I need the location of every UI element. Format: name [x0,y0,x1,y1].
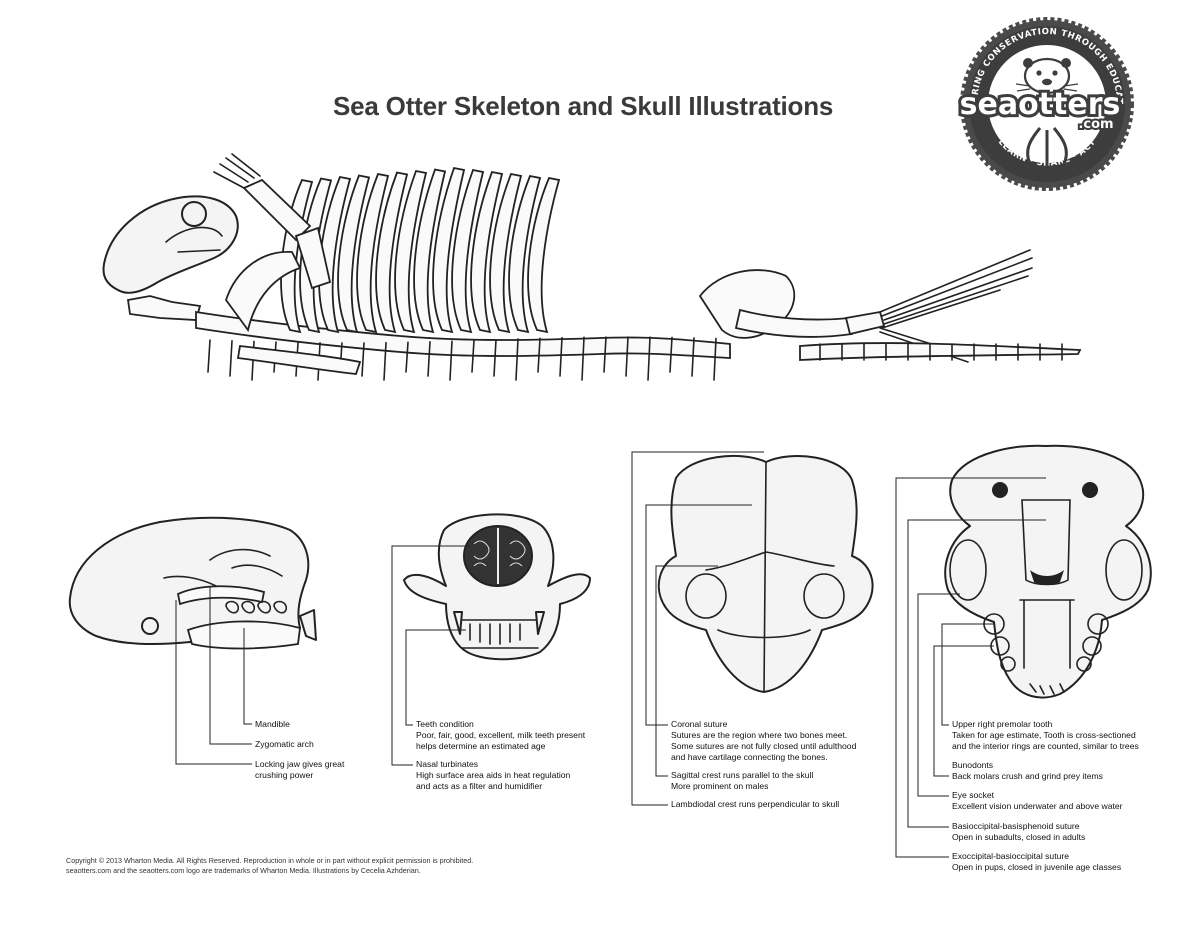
rib [337,174,371,334]
vertebra-process [493,338,497,377]
label-title: Basioccipital-basisphenoid suture [952,821,1080,831]
label-line: helps determine an estimated age [416,741,546,751]
label-exoccipital-basioccipital: Exoccipital-basioccipital suture Open in… [952,851,1121,873]
seaotters-logo: INSPIRING CONSERVATION THROUGH EDUCATION… [0,0,1134,191]
vertebra-process [427,340,431,377]
label-coronal-suture: Coronal suture Sutures are the region wh… [671,719,856,763]
label-title: Teeth condition [416,719,474,729]
vertebra-process [405,341,409,373]
label-line: More prominent on males [671,781,769,791]
rib [489,172,523,334]
label-zygomatic-arch: Zygomatic arch [255,739,314,750]
label-bunodonts: Bunodonts Back molars crush and grind pr… [952,760,1103,782]
rib [375,171,409,334]
label-locking-jaw: Locking jaw gives great crushing power [255,759,344,781]
label-upper-right-premolar: Upper right premolar tooth Taken for age… [952,719,1139,752]
logo-wordmark-suffix: .com [1078,117,1113,132]
vertebra-process [603,336,607,373]
label-lambdiodal-crest: Lambdiodal crest runs perpendicular to s… [671,799,839,810]
vertebra-process [207,339,211,373]
label-title: Bunodonts [952,760,994,770]
label-basioccipital-basisphenoid: Basioccipital-basisphenoid suture Open i… [952,821,1085,843]
copyright-notice: Copyright © 2013 Wharton Media. All Righ… [66,856,473,875]
leader-lines [175,451,1046,858]
label-eye-socket: Eye socket Excellent vision underwater a… [952,790,1123,812]
label-mandible: Mandible [255,719,290,730]
vertebra-process [691,337,695,377]
vertebra-process [581,336,585,381]
rib [394,169,428,334]
kelp-icon [1026,127,1068,166]
rib [527,176,561,334]
label-teeth-condition: Teeth condition Poor, fair, good, excell… [416,719,585,752]
rib [413,168,447,334]
trademark-line: seaotters.com and the seaotters.com logo… [66,865,421,875]
label-line: crushing power [255,770,314,780]
label-line: Open in subadults, closed in adults [952,832,1086,842]
vertebra-process [229,339,233,377]
label-title: Sagittal crest runs parallel to the skul… [671,770,814,780]
sea-otter-skeleton-illustration [102,153,1082,381]
label-line: Taken for age estimate, Tooth is cross-s… [952,730,1136,740]
rib [356,172,390,334]
vertebra-process [625,336,629,377]
label-nasal-turbinates: Nasal turbinates High surface area aids … [416,759,570,792]
vertebra-process [361,342,365,377]
page-title: Sea Otter Skeleton and Skull Illustratio… [333,91,834,121]
label-title: Upper right premolar tooth [952,719,1053,729]
label-line: and the interior rings are counted, simi… [952,741,1139,751]
vertebra-process [713,337,717,381]
front-skull-illustration [403,513,591,661]
label-line: Poor, fair, good, excellent, milk teeth … [416,730,586,740]
label-title: Lambdiodal crest runs perpendicular to s… [671,799,840,809]
label-line: High surface area aids in heat regulatio… [416,770,571,780]
label-sagittal-crest: Sagittal crest runs parallel to the skul… [671,770,813,792]
label-line: and have cartilage connecting the bones. [671,752,828,762]
sea-otter-face-icon [1015,57,1079,95]
side-skull-illustration [68,516,317,650]
label-line: Open in pups, closed in juvenile age cla… [952,862,1122,872]
svg-text:INSPIRING CONSERVATION THROUGH: INSPIRING CONSERVATION THROUGH EDUCATION [0,0,1124,106]
vertebra-process [449,340,453,381]
vertebra-process [669,336,673,373]
label-line: Some sutures are not fully closed until … [671,741,857,751]
label-title: Eye socket [952,790,995,800]
vertebra-process [559,336,563,377]
label-title: Coronal suture [671,719,728,729]
label-line: Back molars crush and grind prey items [952,771,1103,781]
vertebra-process [471,339,475,373]
vertebra-process [383,341,387,381]
label-line: Sutures are the region where two bones m… [671,730,848,740]
rib [470,170,504,334]
rib [432,166,466,334]
vertebra-process [537,337,541,373]
rib [508,174,542,334]
vertebra-process [515,338,519,381]
label-title: Mandible [255,719,290,729]
rib [280,178,314,334]
label-line: Excellent vision underwater and above wa… [952,801,1123,811]
label-title: Exoccipital-basioccipital suture [952,851,1070,861]
vertebra-process [647,336,651,381]
label-title: Locking jaw gives great [255,759,345,769]
top-skull-illustration [657,454,874,693]
label-title: Zygomatic arch [255,739,314,749]
copyright-line: Copyright © 2013 Wharton Media. All Righ… [66,856,474,865]
logo-wordmark: seaotters [960,87,1121,122]
rib [451,168,485,334]
logo-ring-top-text: INSPIRING CONSERVATION THROUGH EDUCATION [0,0,1123,106]
label-title: Nasal turbinates [416,759,479,769]
label-line: and acts as a filter and humidifier [416,781,543,791]
bottom-skull-illustration [944,444,1152,699]
